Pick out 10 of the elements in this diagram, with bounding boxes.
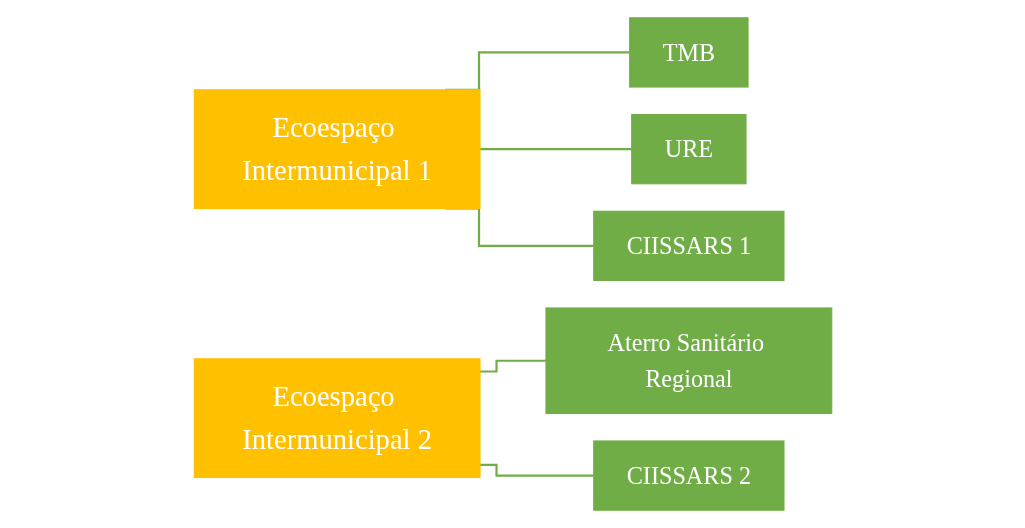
node-box: CIISSARS 2 xyxy=(592,440,785,511)
node-box: Aterro Sanitário Regional xyxy=(544,307,832,415)
connector xyxy=(479,148,632,151)
node-box: Ecoespaço Intermunicipal 2 xyxy=(193,358,481,479)
node-box: CIISSARS 1 xyxy=(592,210,785,282)
node-box: Ecoespaço Intermunicipal 1 xyxy=(193,89,481,210)
connector xyxy=(479,359,546,373)
node-box: TMB xyxy=(628,17,749,88)
node-box: URE xyxy=(630,113,747,185)
connector xyxy=(479,463,594,477)
